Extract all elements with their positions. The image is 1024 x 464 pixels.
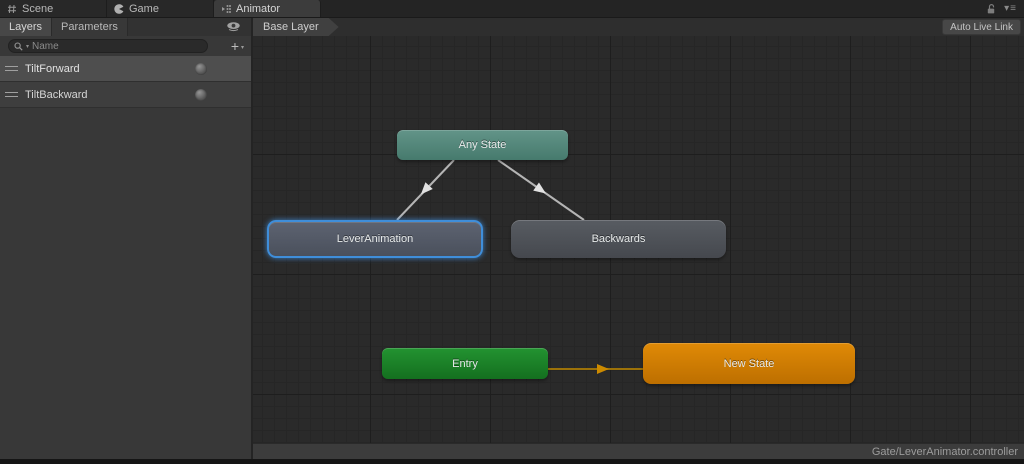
- search-field[interactable]: ▾: [8, 39, 208, 53]
- transition-edges: [396, 159, 643, 374]
- state-node-new-state[interactable]: New State: [643, 343, 855, 384]
- graph-toolbar: Base Layer Auto Live Link: [253, 18, 1024, 36]
- parameter-default-toggle[interactable]: [195, 89, 207, 101]
- state-node-label: LeverAnimation: [336, 233, 414, 245]
- auto-live-link-button[interactable]: Auto Live Link: [942, 19, 1021, 35]
- tab-game[interactable]: Game: [107, 0, 214, 17]
- sidebar-header: Layers Parameters: [0, 18, 253, 36]
- controller-path: Gate/LeverAnimator.controller: [871, 445, 1018, 458]
- tab-parameters[interactable]: Parameters: [52, 18, 128, 36]
- transition-arrow-icon[interactable]: [533, 182, 549, 197]
- state-node-entry[interactable]: Entry: [382, 348, 548, 379]
- state-node-lever-animation[interactable]: LeverAnimation: [267, 220, 483, 258]
- tab-animator[interactable]: Animator: [214, 0, 321, 17]
- tab-animator-label: Animator: [236, 2, 281, 15]
- tab-layers-label: Layers: [9, 21, 43, 33]
- state-node-any-state[interactable]: Any State: [397, 130, 568, 160]
- state-node-label: New State: [723, 357, 775, 370]
- add-parameter-button[interactable]: +▾: [230, 38, 244, 54]
- state-node-label: Backwards: [591, 233, 646, 245]
- search-input[interactable]: [32, 40, 202, 52]
- tab-game-label: Game: [129, 2, 159, 15]
- tab-layers[interactable]: Layers: [0, 18, 53, 36]
- transition-arrow-icon[interactable]: [417, 182, 433, 198]
- parameter-row-tiltforward[interactable]: TiltForward: [0, 56, 251, 82]
- drag-handle-icon[interactable]: [5, 92, 18, 97]
- tab-parameters-label: Parameters: [61, 21, 118, 33]
- search-caret-icon: ▾: [26, 43, 30, 50]
- plus-icon: +: [230, 38, 239, 54]
- lock-icon[interactable]: [985, 3, 997, 15]
- game-icon: [114, 3, 124, 14]
- window-bottom-edge: [0, 459, 1024, 464]
- main-area: ▾ +▾ TiltForward TiltBackward: [0, 36, 1024, 459]
- transition-arrow-icon[interactable]: [597, 364, 609, 374]
- auto-live-link-label: Auto Live Link: [950, 21, 1013, 33]
- plus-caret-icon: ▾: [240, 45, 244, 51]
- parameter-row-tiltbackward[interactable]: TiltBackward: [0, 82, 251, 108]
- search-row: ▾ +▾: [0, 36, 251, 56]
- window-tab-bar: Scene Game Animator: [0, 0, 1024, 18]
- state-node-backwards[interactable]: Backwards: [511, 220, 726, 258]
- parameter-name: TiltForward: [25, 62, 80, 75]
- animator-icon: [221, 4, 231, 14]
- state-node-label: Entry: [452, 357, 478, 370]
- parameter-name: TiltBackward: [25, 88, 88, 101]
- state-machine-graph[interactable]: Any State LeverAnimation Backwards Entry…: [253, 36, 1024, 459]
- drag-handle-icon[interactable]: [5, 66, 18, 71]
- state-node-label: Any State: [458, 139, 507, 151]
- scene-icon: [7, 4, 17, 14]
- search-icon: [14, 41, 23, 51]
- tab-scene-label: Scene: [22, 2, 54, 15]
- layers-panel: ▾ +▾ TiltForward TiltBackward: [0, 36, 253, 459]
- tab-bar-controls: ▾≡: [985, 0, 1024, 17]
- parameter-default-toggle[interactable]: [195, 63, 207, 75]
- breadcrumb-label: Base Layer: [263, 21, 319, 33]
- eye-icon[interactable]: [226, 21, 241, 32]
- breadcrumb-base-layer[interactable]: Base Layer: [253, 18, 339, 36]
- tab-scene[interactable]: Scene: [0, 0, 107, 17]
- graph-status-bar: Gate/LeverAnimator.controller: [253, 443, 1024, 459]
- second-toolbar: Layers Parameters Base Layer Auto Live L…: [0, 18, 1024, 36]
- context-menu-icon[interactable]: ▾≡: [1004, 3, 1017, 14]
